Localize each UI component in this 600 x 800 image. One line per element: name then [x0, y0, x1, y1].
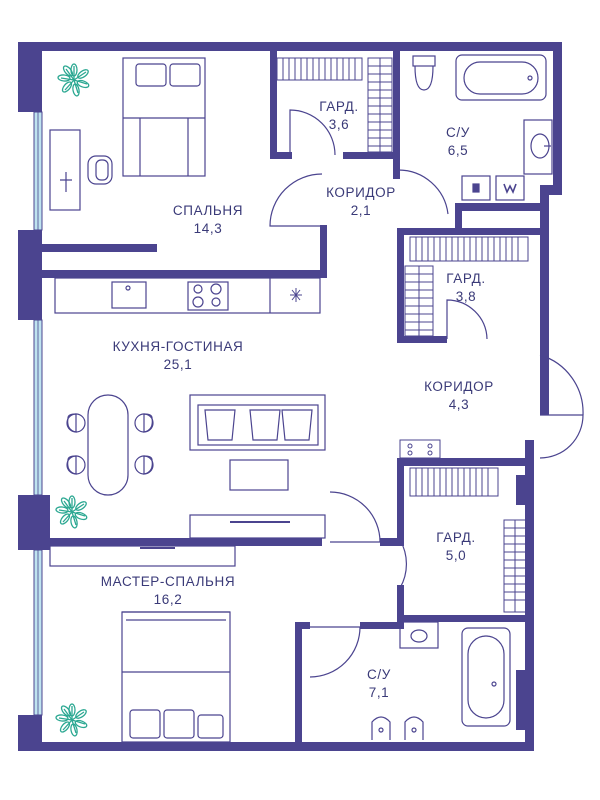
room-name: ГАРД.	[436, 530, 476, 545]
bathtub-icon	[455, 54, 547, 101]
sofa-icon	[189, 394, 326, 451]
sink-icon	[399, 621, 439, 649]
room-name: ГАРД.	[446, 271, 486, 286]
dining-table-icon	[66, 394, 154, 496]
room-name: КОРИДОР	[326, 185, 396, 200]
desk-icon	[49, 129, 81, 211]
shoe-rack	[399, 439, 441, 459]
room-name: С/У	[367, 667, 391, 682]
room-label-wardrobe2: ГАРД. 3,8	[446, 270, 485, 306]
room-area: 7,1	[368, 685, 390, 700]
bathtub-icon	[461, 627, 511, 727]
room-area: 4,3	[448, 397, 470, 412]
room-area: 2,1	[350, 203, 372, 218]
room-label-master: МАСТЕР-СПАЛЬНЯ 16,2	[101, 573, 235, 609]
room-name: ГАРД.	[319, 99, 359, 114]
room-name: С/У	[446, 125, 470, 140]
coffee-table	[229, 459, 289, 491]
room-label-kitchen: КУХНЯ-ГОСТИНАЯ 25,1	[113, 338, 244, 374]
room-label-wardrobe1: ГАРД. 3,6	[319, 98, 358, 134]
room-name: КУХНЯ-ГОСТИНАЯ	[112, 339, 244, 354]
toilet-icon	[371, 716, 424, 740]
sink-icon	[111, 281, 147, 309]
bed-icon	[122, 57, 206, 177]
room-area: 25,1	[163, 357, 193, 372]
plant-icon	[55, 63, 91, 738]
room-label-bath2: С/У 7,1	[367, 666, 391, 702]
room-label-bedroom: СПАЛЬНЯ 14,3	[173, 202, 243, 238]
wardrobe-icon	[409, 467, 527, 613]
washer-icon	[461, 175, 525, 201]
tv-icon	[49, 545, 236, 567]
room-name: КОРИДОР	[424, 379, 494, 394]
chair-icon	[87, 155, 113, 185]
door-swing-icon	[269, 109, 584, 678]
room-area: 16,2	[153, 592, 183, 607]
stove-icon	[187, 281, 229, 311]
room-label-wardrobe3: ГАРД. 5,0	[436, 529, 475, 565]
sink-icon	[523, 119, 553, 175]
outer-walls	[18, 42, 562, 751]
kitchen-counter	[54, 277, 321, 314]
left-windows	[33, 111, 43, 716]
inner-walls	[42, 51, 540, 750]
room-label-corridor2: КОРИДОР 4,3	[424, 378, 494, 414]
room-area: 5,0	[445, 548, 467, 563]
bed-icon	[121, 611, 231, 743]
room-area: 3,8	[455, 289, 477, 304]
toilet-icon	[412, 55, 436, 91]
room-area: 3,6	[328, 117, 350, 132]
room-name: СПАЛЬНЯ	[172, 203, 244, 218]
room-label-corridor1: КОРИДОР 2,1	[326, 184, 396, 220]
tv-icon	[189, 514, 326, 539]
room-area: 14,3	[193, 221, 223, 236]
room-area: 6,5	[447, 143, 469, 158]
wardrobe-icon	[404, 236, 529, 337]
wardrobe-icon	[276, 57, 393, 153]
room-label-bath1: С/У 6,5	[446, 124, 470, 160]
room-name: МАСТЕР-СПАЛЬНЯ	[100, 574, 236, 589]
fridge-icon	[290, 288, 302, 302]
